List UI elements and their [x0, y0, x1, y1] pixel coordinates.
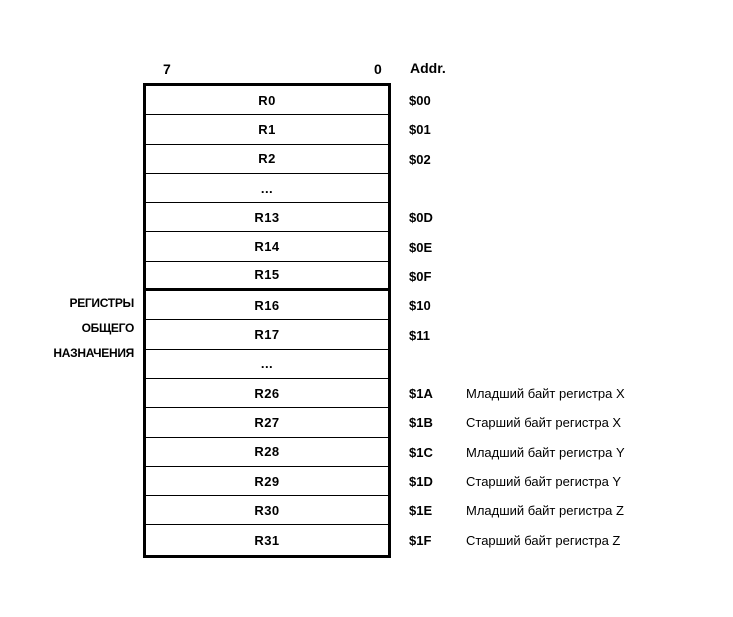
address-value: $1A [409, 386, 433, 402]
register-cell: R14 [146, 232, 388, 262]
address-value: $1B [409, 415, 433, 431]
description-column: Младший байт регистра X Старший байт рег… [466, 86, 625, 555]
register-description: Младший байт регистра X [466, 386, 625, 402]
address-value: $1C [409, 444, 433, 460]
register-description: Младший байт регистра Z [466, 503, 624, 519]
register-cell: R2 [146, 145, 388, 174]
group-label-line-1: РЕГИСТРЫ [69, 296, 135, 310]
register-description: Старший байт регистра Y [466, 474, 622, 489]
address-value: $02 [409, 151, 431, 167]
register-description [466, 203, 625, 232]
register-cell: R28 [146, 438, 388, 467]
bit-7-label: 7 [163, 61, 171, 77]
register-description [466, 145, 625, 174]
general-purpose-registers-label: РЕГИСТРЫ ОБЩЕГО НАЗНАЧЕНИЯ [0, 291, 134, 366]
register-description [466, 291, 625, 320]
register-file-table: R0 R1 R2 ... R13 R14 R15 R16 R17 ... R26… [143, 83, 391, 558]
register-ellipsis-cell: ... [146, 350, 388, 379]
register-cell: R30 [146, 496, 388, 526]
register-description: Старший байт регистра X [466, 415, 622, 431]
register-cell: R31 [254, 532, 280, 548]
register-cell: R17 [146, 320, 388, 350]
register-cell: R29 [146, 467, 388, 497]
address-value: $0F [409, 268, 432, 284]
register-description [466, 115, 625, 144]
address-value: $11 [409, 327, 430, 343]
address-value: $01 [409, 122, 431, 138]
register-cell: R13 [146, 203, 388, 233]
register-description: Младший байт регистра Y [466, 444, 625, 460]
address-value: $0E [409, 239, 433, 255]
register-cell: R1 [146, 115, 388, 145]
register-description [466, 262, 625, 291]
address-value [409, 174, 433, 203]
address-value: $1D [409, 474, 433, 489]
register-ellipsis-cell: ... [146, 174, 388, 204]
address-value: $1F [409, 532, 432, 548]
address-value: $0D [409, 210, 433, 226]
register-cell: R16 [146, 291, 388, 321]
bit-0-label: 0 [374, 61, 382, 77]
address-value: $1E [409, 503, 433, 519]
register-cell: R0 [146, 86, 388, 116]
register-description [466, 174, 625, 203]
address-column-header: Addr. [410, 60, 446, 76]
register-cell: R27 [146, 408, 388, 438]
group-label-line-3: НАЗНАЧЕНИЯ [53, 346, 134, 360]
register-cell: R26 [146, 379, 388, 409]
address-value: $10 [409, 298, 431, 314]
register-description [466, 232, 625, 261]
address-column: $00 $01 $02 $0D $0E $0F $10 $11 $1A $1B … [409, 86, 433, 555]
register-description [466, 320, 625, 349]
address-value [409, 350, 433, 379]
register-description [466, 350, 625, 379]
group-label-line-2: ОБЩЕГО [81, 321, 135, 335]
register-cell: R15 [146, 262, 388, 292]
register-description [466, 86, 625, 115]
address-value: $00 [409, 93, 431, 109]
register-description: Старший байт регистра Z [466, 532, 621, 548]
